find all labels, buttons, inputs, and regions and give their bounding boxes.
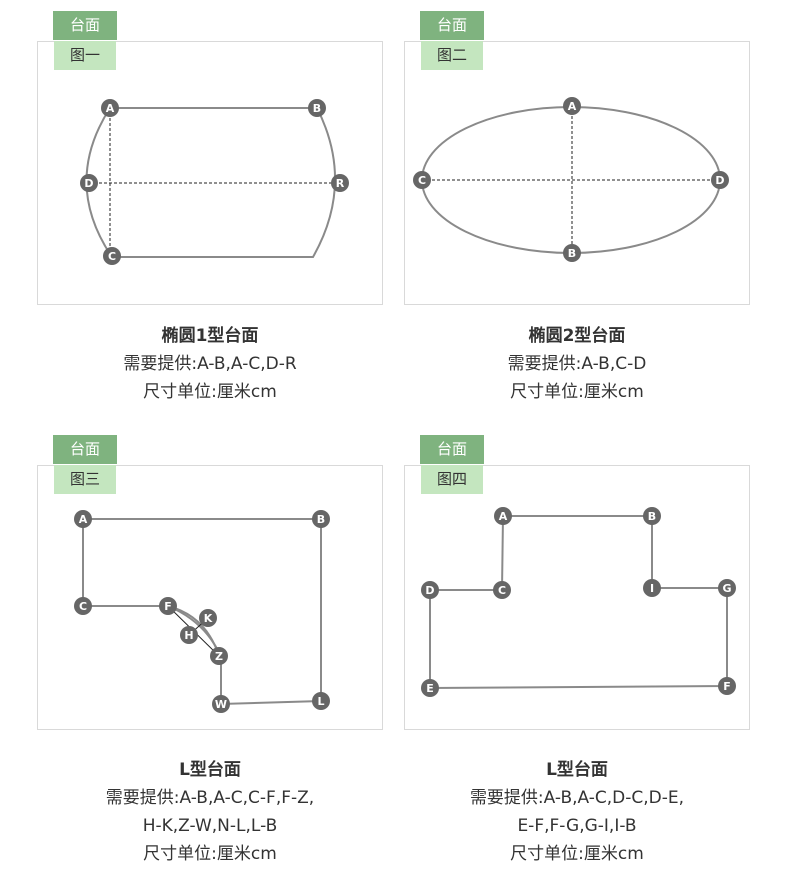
svg-text:B: B [313, 102, 321, 115]
svg-text:A: A [499, 510, 508, 523]
node-d: D [80, 174, 98, 192]
svg-text:D: D [715, 174, 724, 187]
node-c: C [103, 247, 121, 265]
node-i: I [643, 579, 661, 597]
caption-line: 需要提供:A-B,A-C,C-F,F-Z, [105, 788, 315, 808]
caption-line: 尺寸单位:厘米cm [143, 382, 277, 402]
caption-line: 需要提供:A-B,A-C,D-C,D-E, [469, 788, 685, 808]
svg-text:A: A [568, 100, 577, 113]
svg-text:A: A [79, 513, 88, 526]
node-c: C [413, 171, 431, 189]
tag-figure: 图四 [421, 465, 483, 494]
svg-text:E: E [426, 682, 434, 695]
svg-text:L: L [317, 695, 324, 708]
tag-figure: 图三 [54, 465, 116, 494]
caption-line: E-F,F-G,G-I,I-B [517, 816, 637, 836]
tag-countertop: 台面 [420, 435, 484, 464]
node-l: L [312, 692, 330, 710]
outline-shape [85, 107, 337, 258]
node-e: E [421, 679, 439, 697]
node-h: H [180, 626, 198, 644]
svg-text:W: W [215, 698, 227, 711]
caption: 椭圆1型台面 需要提供:A-B,A-C,D-R 尺寸单位:厘米cm [37, 322, 383, 406]
tag-countertop: 台面 [53, 11, 117, 40]
caption-line: 需要提供:A-B,A-C,D-R [123, 354, 297, 374]
tag-countertop: 台面 [53, 435, 117, 464]
svg-text:D: D [425, 584, 434, 597]
caption-title: L型台面 [546, 760, 608, 780]
svg-text:C: C [418, 174, 426, 187]
caption-title: 椭圆1型台面 [161, 326, 259, 346]
svg-text:I: I [650, 582, 654, 595]
svg-text:D: D [84, 177, 93, 190]
caption-line: 尺寸单位:厘米cm [510, 382, 644, 402]
svg-text:B: B [648, 510, 656, 523]
caption-line: 需要提供:A-B,C-D [507, 354, 647, 374]
svg-text:B: B [568, 247, 576, 260]
node-d: D [421, 581, 439, 599]
tag-countertop: 台面 [420, 11, 484, 40]
node-a: A [494, 507, 512, 525]
outline-shape [429, 515, 728, 690]
node-k: K [199, 609, 217, 627]
svg-text:F: F [723, 680, 731, 693]
caption-line: 尺寸单位:厘米cm [510, 844, 644, 864]
node-b: B [312, 510, 330, 528]
diagram-frame [404, 41, 750, 305]
node-w: W [212, 695, 230, 713]
node-r: R [331, 174, 349, 192]
svg-text:F: F [164, 600, 172, 613]
node-z: Z [210, 647, 228, 665]
svg-text:Z: Z [215, 650, 223, 663]
diagram-frame [37, 465, 383, 730]
caption-line: 尺寸单位:厘米cm [143, 844, 277, 864]
caption: 椭圆2型台面 需要提供:A-B,C-D 尺寸单位:厘米cm [404, 322, 750, 406]
svg-text:C: C [108, 250, 116, 263]
svg-text:B: B [317, 513, 325, 526]
svg-text:G: G [722, 582, 731, 595]
node-c: C [493, 581, 511, 599]
svg-text:A: A [106, 102, 115, 115]
svg-text:R: R [336, 177, 345, 190]
svg-text:C: C [498, 584, 506, 597]
node-f: F [159, 597, 177, 615]
node-b: B [643, 507, 661, 525]
caption: L型台面 需要提供:A-B,A-C,D-C,D-E, E-F,F-G,G-I,I… [404, 756, 750, 868]
node-a: A [74, 510, 92, 528]
caption-line: H-K,Z-W,N-L,L-B [142, 816, 278, 836]
node-b: B [563, 244, 581, 262]
node-g: G [718, 579, 736, 597]
node-f: F [718, 677, 736, 695]
caption-title: L型台面 [179, 760, 241, 780]
node-d: D [711, 171, 729, 189]
tag-figure: 图一 [54, 41, 116, 70]
caption-title: 椭圆2型台面 [528, 326, 626, 346]
tag-figure: 图二 [421, 41, 483, 70]
node-c: C [74, 597, 92, 615]
node-b: B [308, 99, 326, 117]
svg-text:H: H [184, 629, 193, 642]
svg-text:K: K [204, 612, 213, 625]
svg-text:C: C [79, 600, 87, 613]
diagram-frame [37, 41, 383, 305]
node-a: A [101, 99, 119, 117]
node-a: A [563, 97, 581, 115]
caption: L型台面 需要提供:A-B,A-C,C-F,F-Z, H-K,Z-W,N-L,L… [37, 756, 383, 868]
